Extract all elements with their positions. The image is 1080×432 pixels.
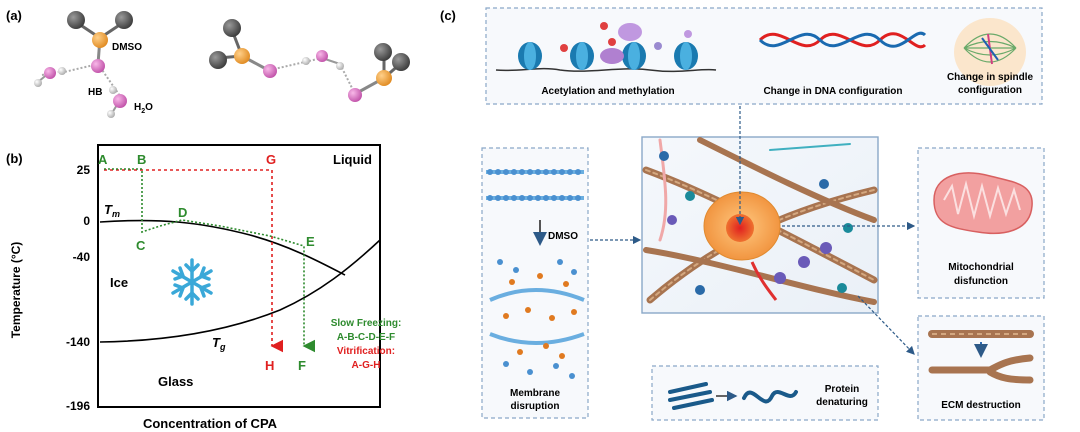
- tm-label: Tm: [104, 202, 120, 219]
- point-h: H: [265, 358, 274, 373]
- tg-curve: [99, 239, 381, 343]
- y-tick-minus140: -140: [66, 335, 90, 349]
- y-tick-25: 25: [77, 163, 91, 177]
- panel-c: (c) Acetylation and methylation Change i…: [440, 7, 1045, 421]
- y-tick-minus40: -40: [73, 250, 91, 264]
- vitrification-path: [104, 169, 284, 353]
- y-tick-minus196: -196: [66, 399, 90, 413]
- protein-dots-icon: [659, 151, 853, 295]
- point-a: A: [98, 152, 108, 167]
- ecm-broken-icon: [928, 354, 1034, 384]
- dmso-water-cluster-1: [34, 11, 133, 118]
- dmso-water-cluster-2: [209, 19, 410, 102]
- point-b: B: [137, 152, 146, 167]
- protein-unfolded-icon: [742, 390, 798, 404]
- mito-label-1: Mitochondrial: [948, 262, 1014, 273]
- protein-box: [651, 365, 879, 421]
- y-tick-0: 0: [83, 214, 90, 228]
- x-axis-label: Concentration of CPA: [143, 416, 278, 431]
- region-liquid: Liquid: [333, 152, 372, 167]
- point-g: G: [266, 152, 276, 167]
- legend-slow-title: Slow Freezing:: [331, 318, 402, 329]
- disrupted-membrane-icon: [489, 259, 585, 379]
- protein-label-1: Protein: [825, 384, 859, 395]
- region-glass: Glass: [158, 374, 193, 389]
- region-ice: Ice: [110, 275, 128, 290]
- mitochondria-icon: [933, 172, 1033, 235]
- cell-projection: [750, 261, 778, 301]
- dmso-label-a: DMSO: [112, 42, 142, 53]
- nucleus-icon: [726, 214, 754, 242]
- panel-c-label: (c): [440, 8, 456, 23]
- spindle-label-2: configuration: [958, 85, 1022, 96]
- dna-label: Change in DNA configuration: [763, 86, 902, 97]
- tm-curve: [99, 219, 346, 276]
- acetylation-label: Acetylation and methylation: [541, 86, 674, 97]
- tg-label: Tg: [212, 335, 226, 352]
- point-c: C: [136, 238, 146, 253]
- legend-vit-path: A-G-H: [352, 360, 381, 371]
- connector-ecm: [857, 295, 915, 355]
- lipid-bilayer-icon: [486, 169, 584, 201]
- spindle-icon: [954, 18, 1026, 86]
- slow-freezing-path: [104, 168, 316, 353]
- protein-label-2: denaturing: [816, 397, 868, 408]
- h2o-label: H2O: [134, 102, 153, 115]
- dna-helix-icon: [758, 31, 927, 49]
- dmso-label-c: DMSO: [548, 231, 578, 242]
- spindle-label-1: Change in spindle: [947, 72, 1034, 83]
- membrane-label-1: Membrane: [510, 388, 560, 399]
- point-d: D: [178, 205, 187, 220]
- mito-label-2: disfunction: [954, 276, 1008, 287]
- legend-slow-path: A-B-C-D-E-F: [337, 332, 395, 343]
- snowflake-icon: [171, 258, 213, 306]
- panel-a: (a) DMSO HB H2O: [6, 8, 410, 118]
- membrane-box: [481, 147, 589, 419]
- hb-label: HB: [88, 87, 102, 98]
- panel-a-label: (a): [6, 8, 22, 23]
- panel-b: (b) Temperature (°C) Concentration of CP…: [6, 144, 402, 431]
- point-e: E: [306, 234, 315, 249]
- ecm-label: ECM destruction: [941, 400, 1020, 411]
- nucleosome-chain-icon: [495, 22, 717, 73]
- dmso-molecules-icon: [503, 273, 577, 359]
- membrane-label-2: disruption: [511, 401, 560, 412]
- panel-b-label: (b): [6, 151, 23, 166]
- point-f: F: [298, 358, 306, 373]
- plot-frame: [97, 144, 381, 408]
- y-axis-label: Temperature (°C): [9, 242, 23, 339]
- protein-folded-icon: [668, 382, 714, 410]
- legend-vit-title: Vitrification:: [337, 346, 395, 357]
